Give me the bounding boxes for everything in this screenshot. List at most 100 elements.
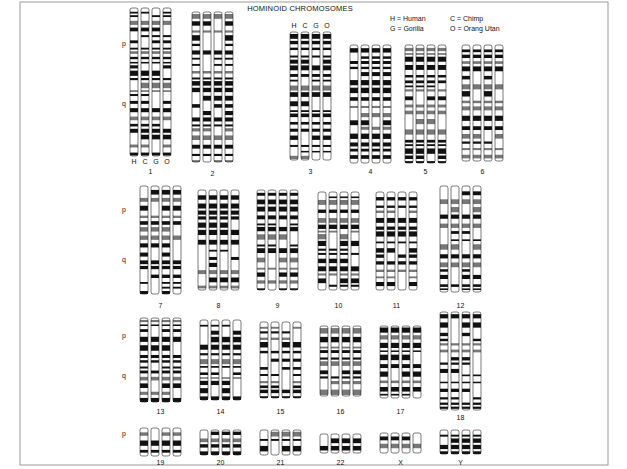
species-letter: H — [291, 22, 296, 30]
chromosome-bar — [329, 192, 337, 290]
chromosome-bar — [331, 326, 339, 396]
chromosome-bar — [409, 192, 417, 290]
chromosome-bar — [293, 322, 301, 398]
chromosome-bar — [376, 192, 384, 290]
chromosome-bar — [484, 45, 492, 161]
chromosome-bar — [413, 326, 421, 398]
chromosome-bar — [462, 312, 470, 410]
chromosome-bar — [440, 312, 448, 410]
chromosome-bar — [162, 186, 170, 294]
chromosome-bar — [173, 428, 181, 456]
chromosome-bar — [271, 322, 279, 398]
chromosome-bar — [173, 318, 181, 402]
chromosome-bar — [225, 12, 233, 162]
chromosome-bar — [372, 45, 380, 163]
chromosome-number: 12 — [457, 302, 465, 310]
chromosome-bar — [451, 312, 459, 410]
species-letter: G — [153, 158, 158, 166]
chromosome-bar — [211, 430, 219, 455]
chromosome-bar — [380, 326, 388, 398]
chromosome-bar — [151, 186, 159, 294]
chromosome-number: 13 — [157, 408, 165, 416]
chromosome-number: 11 — [393, 302, 400, 310]
chromosome-bar — [203, 12, 211, 162]
legend-key: H = Human — [390, 15, 426, 23]
chromosome-number: 2 — [211, 170, 215, 178]
chromosome-bar — [257, 190, 265, 290]
chromosome-bar — [140, 428, 148, 456]
chromosome-bar — [380, 433, 388, 453]
chromosome-number: 21 — [277, 459, 285, 467]
chromosome-bar — [350, 45, 358, 163]
chromosome-bar — [383, 45, 391, 163]
chromosome-number: 4 — [369, 168, 373, 176]
species-letter: O — [164, 158, 169, 166]
arm-label: p — [122, 430, 126, 438]
chromosome-bar — [163, 8, 171, 156]
chromosome-bar — [405, 45, 413, 163]
chromosome-number: 15 — [277, 408, 285, 416]
chromosome-bar — [220, 190, 228, 290]
chromosome-bar — [353, 434, 361, 453]
species-letter: G — [313, 22, 318, 30]
chromosome-bar — [290, 190, 298, 290]
chromosome-bar — [222, 320, 230, 400]
chromosome-bar — [318, 192, 326, 290]
chromosome-bar — [222, 430, 230, 455]
chromosome-bar — [198, 190, 206, 290]
chromosome-bar — [260, 430, 268, 455]
legend-key: O = Orang Utan — [450, 25, 500, 33]
chromosome-bar — [387, 192, 395, 290]
chromosome-bar — [451, 430, 459, 454]
chromosome-number: 6 — [481, 168, 485, 176]
chromosome-bar — [438, 45, 446, 163]
chromosome-bar — [152, 8, 160, 156]
chromosome-bar — [151, 318, 159, 402]
chromosome-bar — [268, 190, 276, 290]
arm-label: p — [122, 206, 126, 214]
chromosome-number: 14 — [217, 408, 225, 416]
chromosome-bar — [192, 12, 200, 162]
chromosome-bar — [200, 320, 208, 400]
chromosome-bar — [462, 430, 470, 454]
chromosome-bar — [391, 326, 399, 398]
chromosome-bar — [231, 190, 239, 290]
chromosome-number: X — [398, 459, 403, 467]
chromosome-bar — [130, 8, 138, 156]
chromosome-bar — [301, 32, 309, 160]
species-letter: O — [324, 22, 329, 30]
chromosome-bar — [402, 326, 410, 398]
chromosome-number: 17 — [397, 408, 405, 416]
chromosome-bar — [279, 190, 287, 290]
chromosome-bar — [173, 186, 181, 294]
species-letter: C — [302, 22, 307, 30]
chromosome-bar — [462, 45, 470, 161]
chromosome-bar — [151, 428, 159, 456]
slide-frame — [20, 2, 608, 465]
chromosome-bar — [162, 318, 170, 402]
chromosome-bar — [282, 322, 290, 398]
chromosome-bar — [293, 430, 301, 455]
chromosome-bar — [440, 430, 448, 454]
species-letter: H — [131, 158, 136, 166]
species-letter: C — [142, 158, 147, 166]
chromosome-bar — [495, 45, 503, 161]
chromosome-number: 9 — [276, 302, 280, 310]
chromosome-number: 16 — [337, 408, 345, 416]
chromosome-bar — [353, 326, 361, 396]
chromosome-bar — [141, 8, 149, 156]
chromosome-number: Y — [458, 459, 463, 467]
arm-label: q — [122, 372, 126, 380]
chromosome-number: 3 — [309, 168, 313, 176]
arm-label: q — [122, 256, 126, 264]
chromosome-bar — [427, 45, 435, 163]
chromosome-ideograms — [130, 8, 503, 456]
chromosome-bar — [413, 433, 421, 453]
chromosome-bar — [473, 45, 481, 161]
chromosome-bar — [214, 12, 222, 162]
chromosome-bar — [391, 433, 399, 453]
arm-label: p — [122, 332, 126, 340]
chromosome-bar — [361, 45, 369, 163]
chromosome-bar — [211, 320, 219, 400]
